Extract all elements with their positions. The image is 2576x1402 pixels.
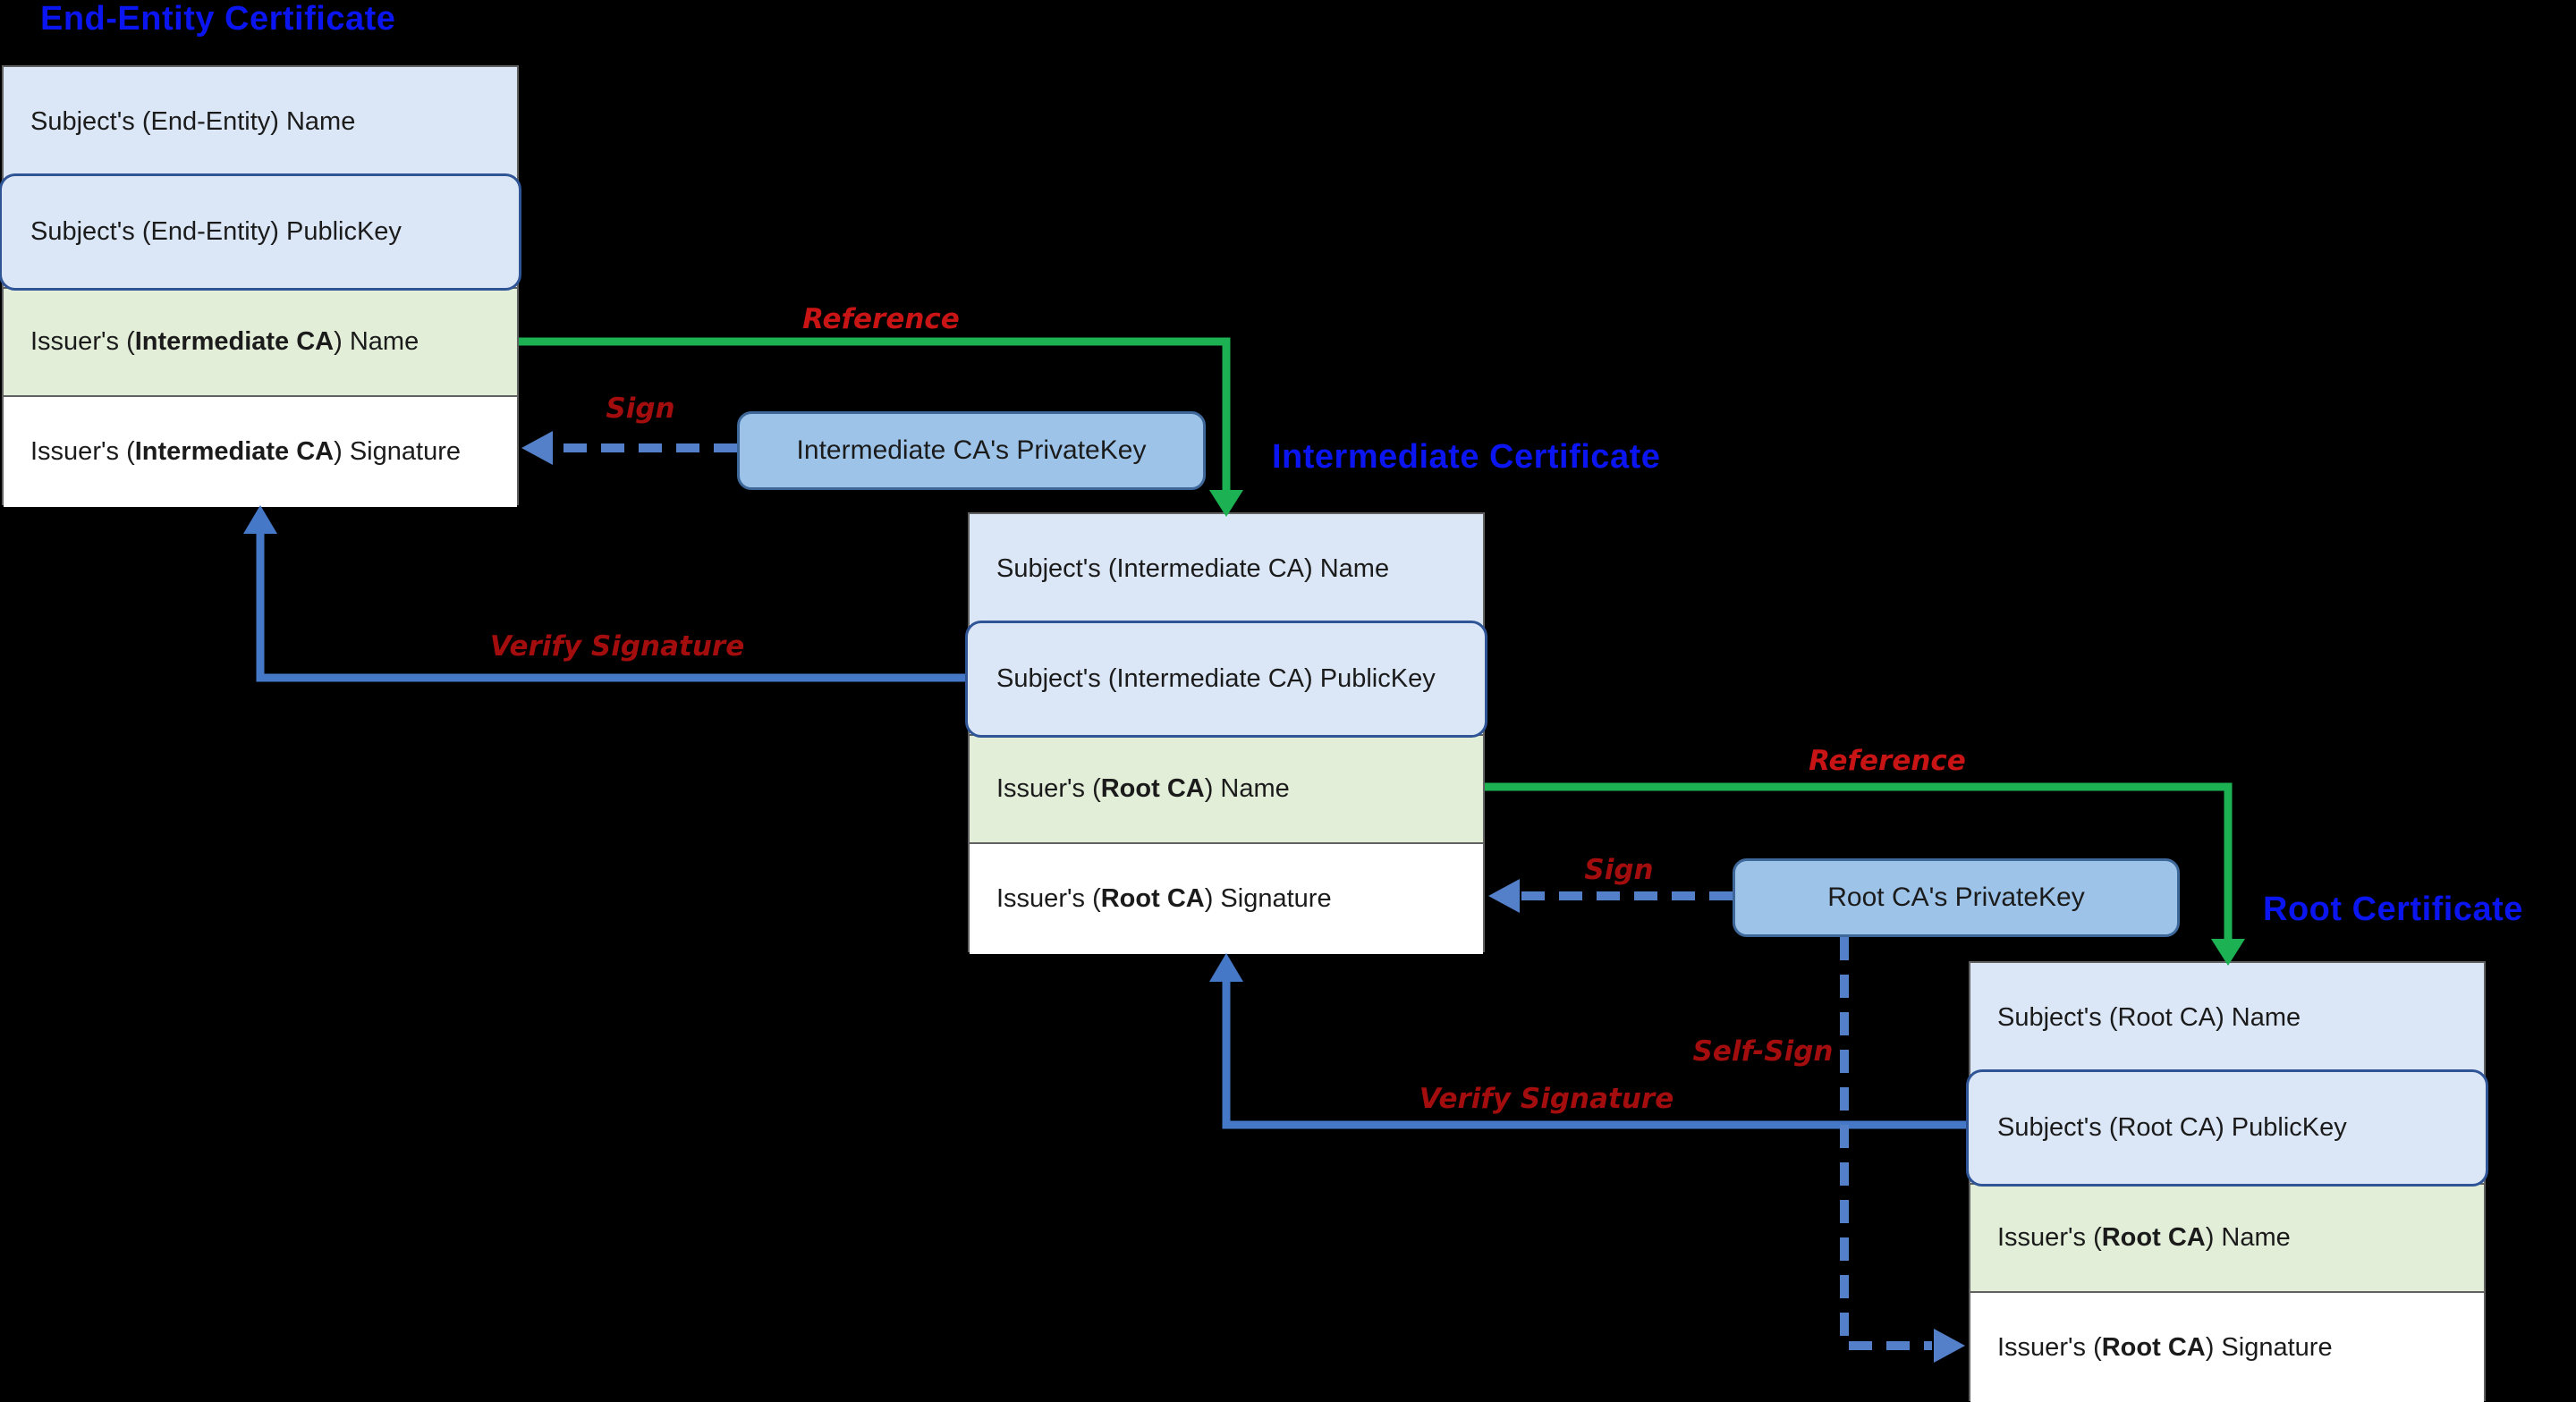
end-entity-public-key-row: Subject's (End-Entity) PublicKey (0, 173, 521, 291)
intermediate-certificate-title: Intermediate Certificate (1272, 438, 1661, 476)
verify-signature-arrowhead-2 (1209, 953, 1243, 982)
root-subject-name-row: Subject's (Root CA) Name (1970, 963, 2484, 1073)
text-segment: Issuer's ( (996, 884, 1101, 913)
reference-arrowhead-1 (1209, 490, 1243, 517)
text-segment-bold: Root CA (1100, 884, 1205, 913)
end-entity-subject-name-row: Subject's (End-Entity) Name (4, 67, 517, 177)
text-segment: Subject's (Intermediate CA) Name (996, 554, 1390, 583)
text-segment: Subject's (Root CA) Name (1997, 1003, 2301, 1032)
text-segment: Issuer's ( (1997, 1333, 2102, 1362)
text-segment: ) Name (334, 327, 419, 356)
root-ca-private-key-box: Root CA's PrivateKey (1733, 858, 2180, 937)
text-segment: Issuer's ( (996, 774, 1101, 803)
verify-signature-arrow-1 (256, 531, 968, 682)
sign-arrowhead-1 (521, 431, 553, 465)
text-segment: Subject's (End-Entity) Name (30, 107, 356, 136)
text-segment: Issuer's ( (30, 327, 135, 356)
text-segment: ) Name (2205, 1223, 2291, 1252)
text-segment: Subject's (Root CA) PublicKey (1997, 1113, 2347, 1142)
verify-signature-label-1: Verify Signature (489, 630, 745, 663)
reference-arrow-1 (519, 337, 1231, 493)
self-sign-label: Self-Sign (1692, 1035, 1834, 1068)
self-sign-arrow (1840, 937, 1932, 1350)
reference-label-2: Reference (1809, 745, 1966, 777)
self-sign-arrowhead (1934, 1329, 1965, 1363)
text-segment-bold: Root CA (2101, 1223, 2206, 1252)
intermediate-public-key-row: Subject's (Intermediate CA) PublicKey (965, 621, 1487, 738)
end-entity-issuer-signature-row: Issuer's (Intermediate CA) Signature (4, 397, 517, 507)
intermediate-ca-private-key-box: Intermediate CA's PrivateKey (737, 411, 1206, 490)
reference-arrow-2 (1485, 782, 2233, 942)
text-segment-bold: Intermediate CA (134, 437, 335, 466)
text-segment: ) Signature (1204, 884, 1332, 913)
verify-signature-label-2: Verify Signature (1419, 1083, 1674, 1115)
root-issuer-name-row: Issuer's (Root CA) Name (1970, 1183, 2484, 1293)
end-entity-certificate-title: End-Entity Certificate (40, 0, 396, 38)
verify-signature-arrow-2 (1222, 979, 1969, 1129)
text-segment-bold: Root CA (2101, 1333, 2206, 1362)
root-certificate-stack: Subject's (Root CA) Name Subject's (Root… (1966, 961, 2488, 1402)
sign-label-1: Sign (606, 393, 675, 425)
text-segment: Issuer's ( (30, 437, 135, 466)
sign-label-2: Sign (1584, 854, 1654, 886)
text-segment: ) Signature (2205, 1333, 2333, 1362)
end-entity-issuer-name-row: Issuer's (Intermediate CA) Name (4, 287, 517, 397)
end-entity-certificate-stack: Subject's (End-Entity) Name Subject's (E… (0, 65, 521, 507)
reference-label-1: Reference (802, 303, 960, 335)
text-segment: Subject's (End-Entity) PublicKey (30, 217, 402, 246)
text-segment: Subject's (Intermediate CA) PublicKey (996, 664, 1436, 693)
text-segment-bold: Root CA (1100, 774, 1205, 803)
intermediate-issuer-signature-row: Issuer's (Root CA) Signature (970, 844, 1483, 954)
intermediate-subject-name-row: Subject's (Intermediate CA) Name (970, 514, 1483, 624)
reference-arrowhead-2 (2211, 939, 2245, 966)
text-segment: ) Signature (334, 437, 461, 466)
text-segment-bold: Intermediate CA (134, 327, 335, 356)
root-public-key-row: Subject's (Root CA) PublicKey (1966, 1069, 2488, 1187)
root-issuer-signature-row: Issuer's (Root CA) Signature (1970, 1293, 2484, 1402)
verify-signature-arrowhead-1 (243, 505, 277, 534)
text-segment: ) Name (1204, 774, 1290, 803)
sign-arrowhead-2 (1488, 879, 1520, 913)
text-segment: Issuer's ( (1997, 1223, 2102, 1252)
root-certificate-title: Root Certificate (2263, 891, 2523, 928)
intermediate-certificate-stack: Subject's (Intermediate CA) Name Subject… (965, 512, 1487, 954)
